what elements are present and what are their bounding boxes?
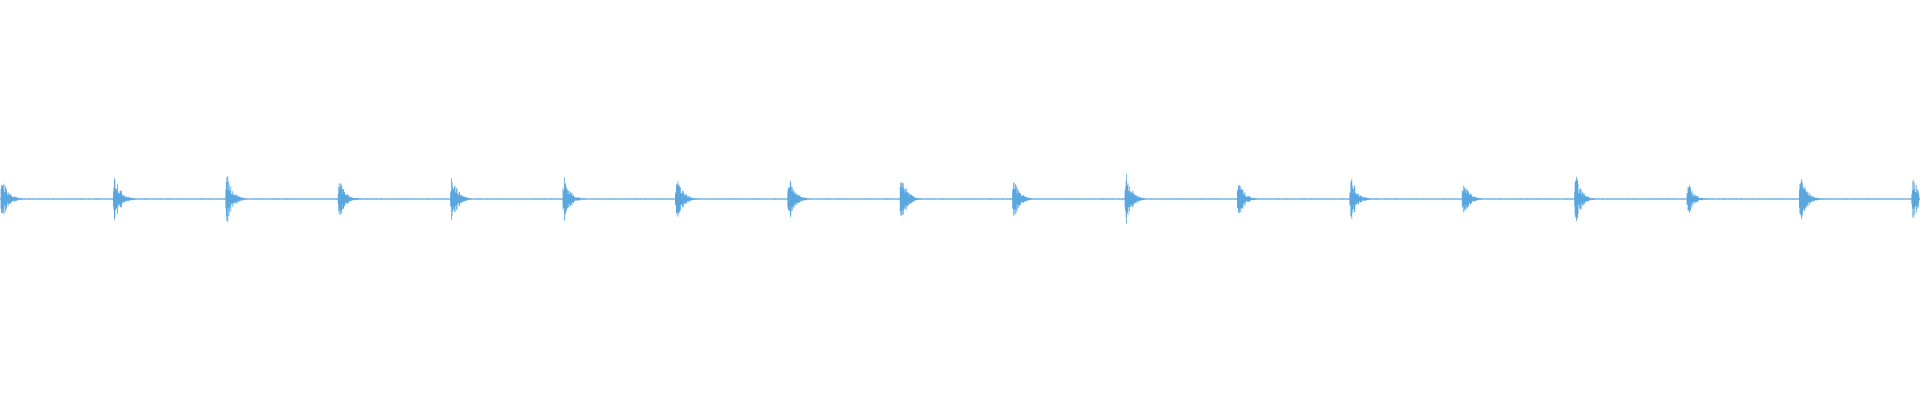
waveform-transient: [1012, 182, 1039, 216]
waveform-transient: [337, 183, 365, 215]
waveform-transient: [0, 183, 27, 215]
waveform-transient: [225, 176, 252, 222]
waveform-transient: [1461, 185, 1489, 213]
waveform-transient: [787, 180, 814, 218]
waveform-transient: [1911, 180, 1920, 218]
waveform-transient: [1799, 179, 1826, 219]
waveform-transient: [562, 177, 589, 221]
waveform-transient: [450, 178, 477, 220]
waveform-transient: [1349, 178, 1376, 220]
waveform-transient: [1574, 176, 1601, 222]
waveform-transient: [1237, 185, 1264, 213]
waveform-transient: [1124, 174, 1151, 224]
waveform-transient: [675, 181, 702, 217]
waveform-transient: [113, 177, 140, 221]
waveform-transient: [899, 182, 927, 216]
waveform-transient: [1686, 185, 1713, 213]
